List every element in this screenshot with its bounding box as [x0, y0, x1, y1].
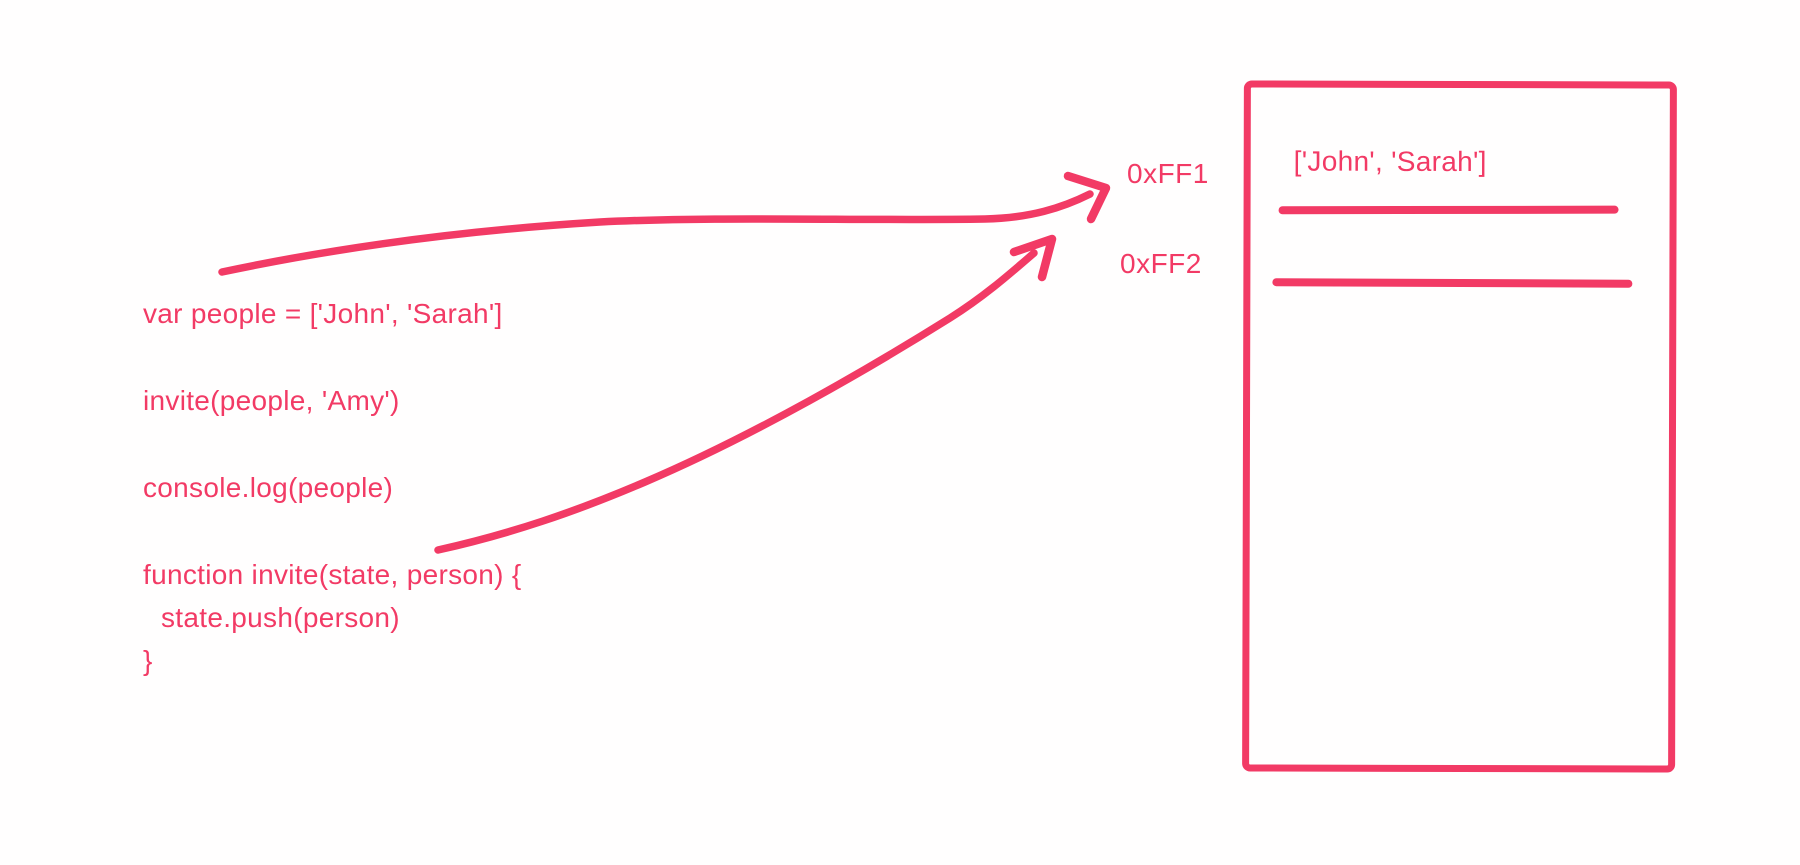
memory-box: ['John', 'Sarah']: [1242, 80, 1677, 773]
arrow-shaft: [218, 190, 1094, 276]
code-line-state-push: state.push(person): [161, 602, 400, 633]
memory-slot-value-array: ['John', 'Sarah']: [1293, 145, 1487, 178]
memory-address-label-0xff2: 0xFF2: [1120, 248, 1202, 279]
memory-slot-underline-1: [1278, 205, 1619, 215]
code-line-var-people: var people = ['John', 'Sarah']: [143, 298, 503, 329]
code-line-function-declaration: function invite(state, person) {: [143, 559, 522, 590]
arrow-shaft: [434, 249, 1038, 554]
arrowhead-icon: [1063, 171, 1111, 224]
reference-arrow-state-to-0xff1: [434, 234, 1057, 554]
code-line-invite-call: invite(people, 'Amy'): [143, 385, 400, 416]
reference-arrow-people-to-0xff1: [218, 171, 1111, 276]
memory-slot-underline-2: [1272, 278, 1633, 288]
memory-address-label-0xff1: 0xFF1: [1127, 158, 1209, 189]
arrowhead-icon: [1009, 234, 1057, 282]
code-line-console-log: console.log(people): [143, 472, 394, 503]
code-line-closing-brace: }: [143, 645, 153, 676]
